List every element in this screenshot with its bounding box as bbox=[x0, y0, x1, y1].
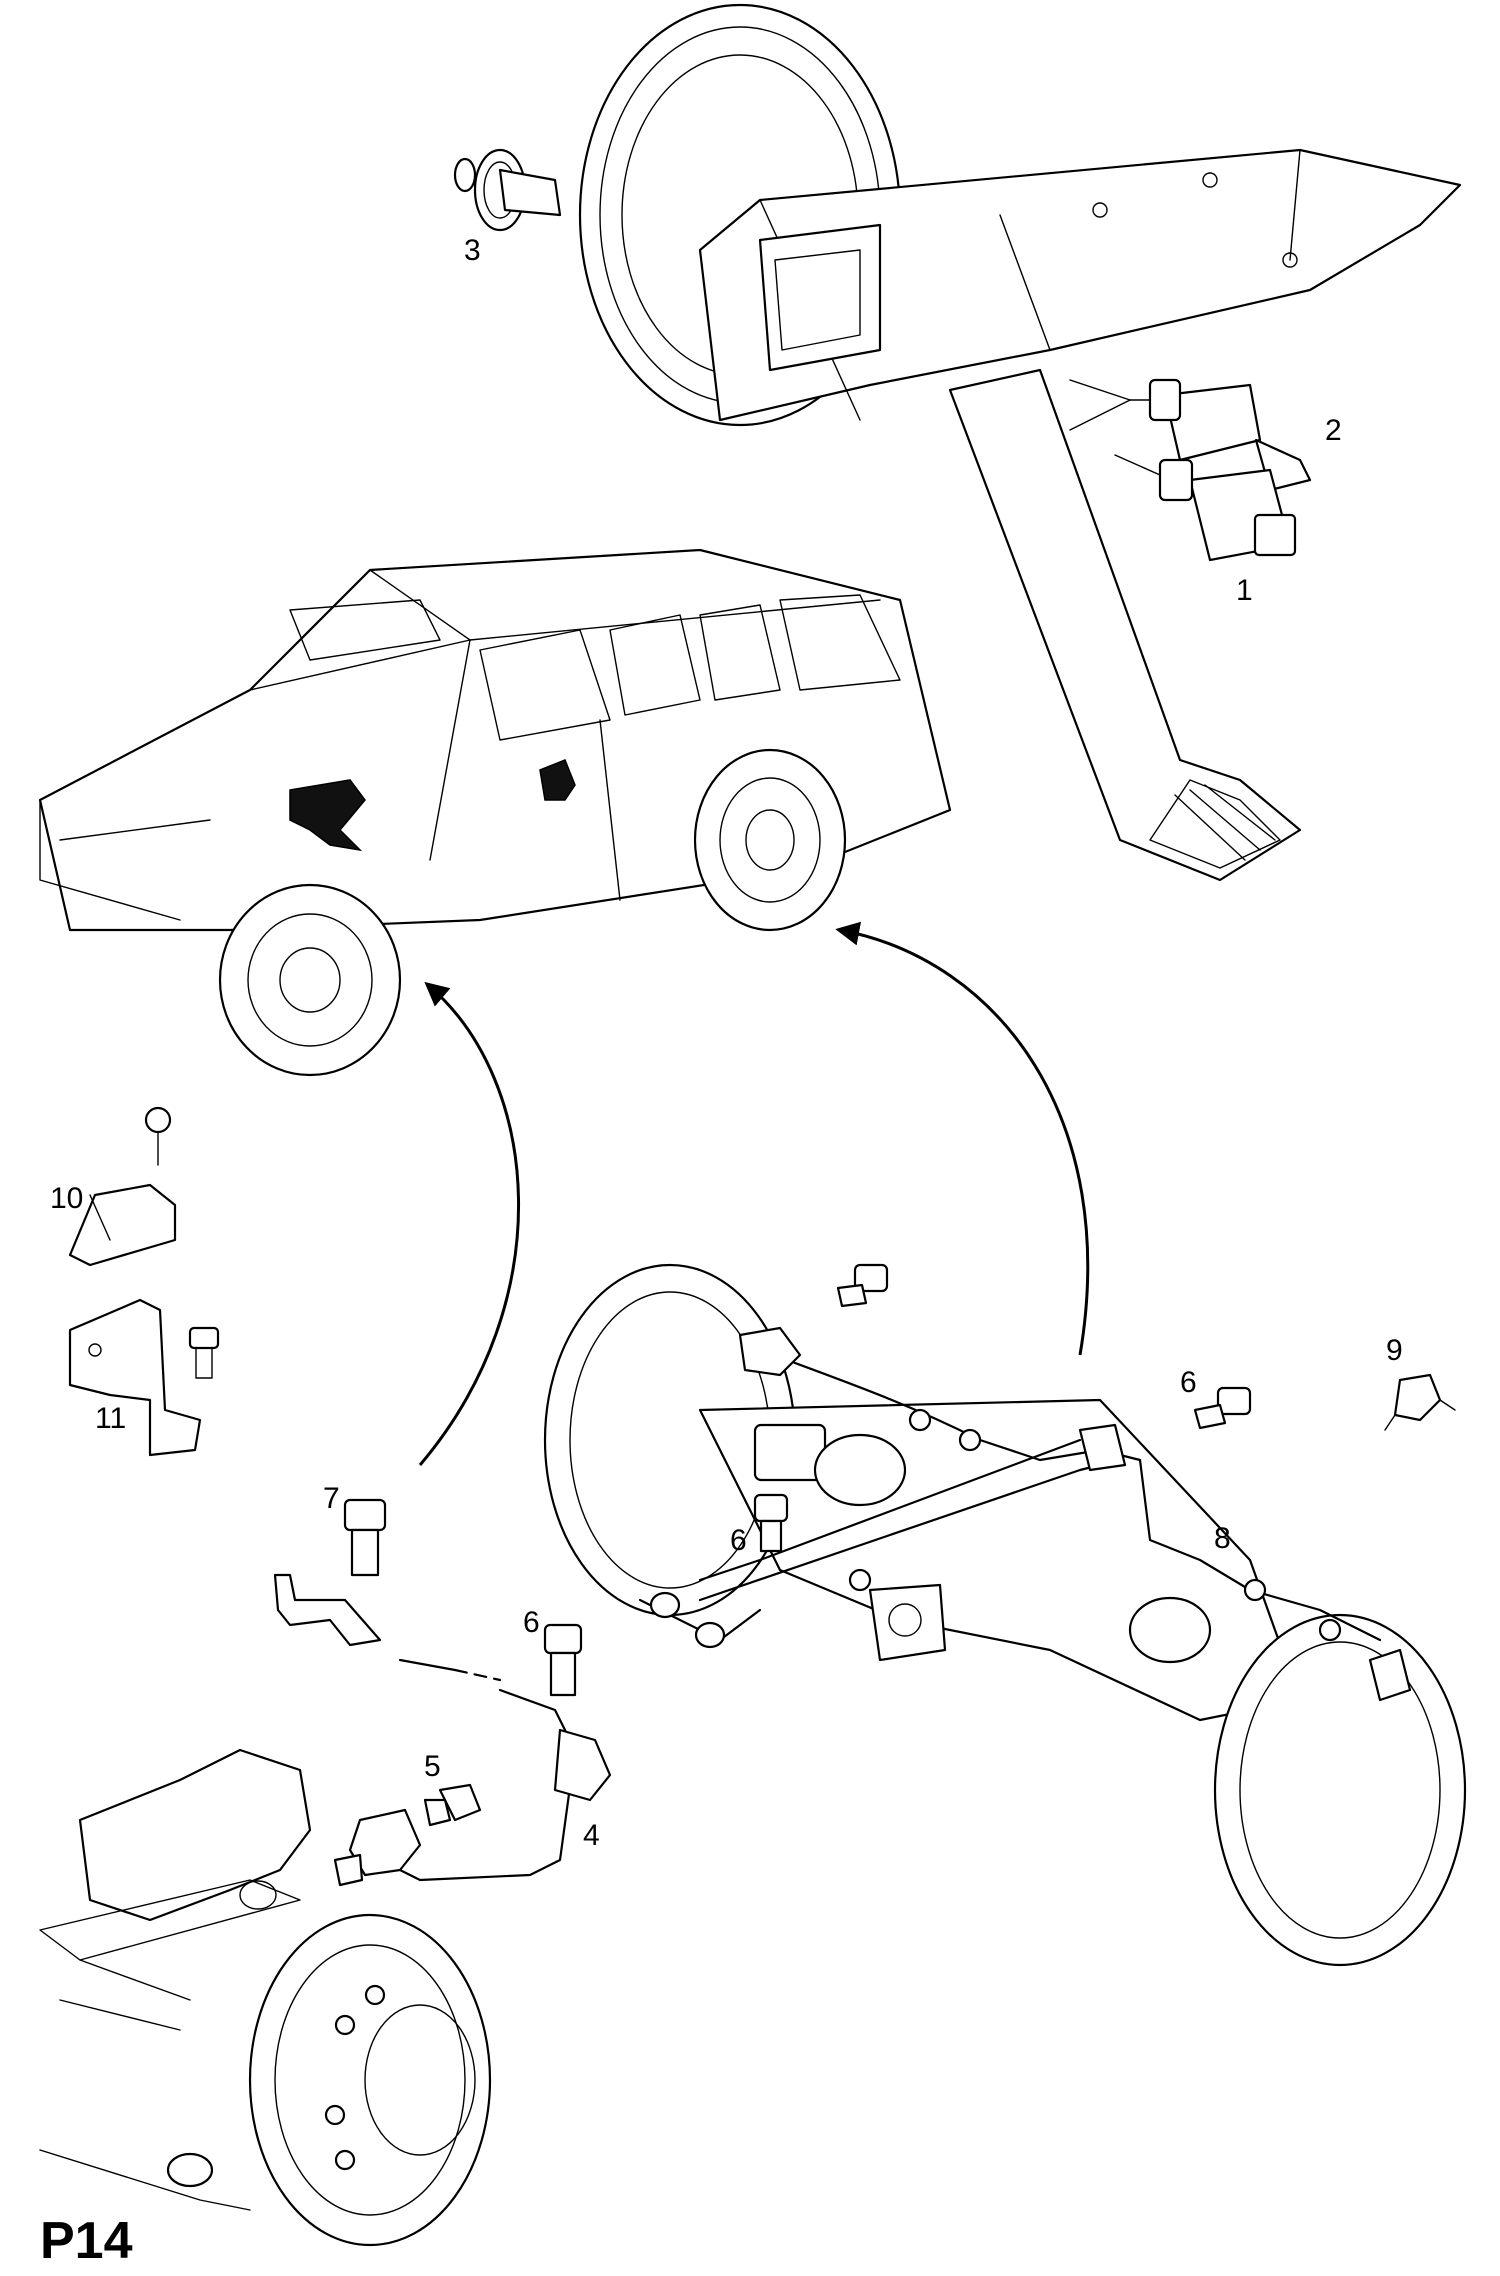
callout-7: 7 bbox=[323, 1482, 340, 1515]
bolt-part-6-rear-middle bbox=[753, 1493, 789, 1553]
nut-part-5 bbox=[423, 1783, 482, 1827]
bolt-part-6-rear-right bbox=[1193, 1386, 1252, 1430]
callout-10: 10 bbox=[50, 1182, 83, 1215]
switch-part-1 bbox=[1114, 454, 1297, 562]
callout-5: 5 bbox=[424, 1750, 441, 1783]
callout-8: 8 bbox=[1214, 1522, 1231, 1555]
callout-2: 2 bbox=[1325, 414, 1342, 447]
clip-part-9 bbox=[1384, 1373, 1456, 1431]
callout-1: 1 bbox=[1236, 574, 1253, 607]
bolt-part-6-rear-upper bbox=[836, 1263, 889, 1308]
front-hub-assembly bbox=[39, 1748, 492, 2247]
brake-pedal-assembly bbox=[578, 3, 1462, 882]
callout-4: 4 bbox=[583, 1819, 600, 1852]
bolt-part-6-front bbox=[543, 1623, 583, 1697]
rear-axle-assembly bbox=[543, 1263, 1467, 1967]
sensor-part-10 bbox=[68, 1106, 177, 1267]
grommet-part-3 bbox=[453, 148, 562, 232]
arrow-front-sensor bbox=[418, 981, 521, 1466]
callout-6-upper-right: 6 bbox=[1180, 1366, 1197, 1399]
callout-3: 3 bbox=[464, 234, 481, 267]
diagram-label: P14 bbox=[40, 2212, 133, 2270]
switch-part-2 bbox=[1069, 378, 1312, 492]
callout-9: 9 bbox=[1386, 1334, 1403, 1367]
bolt-part-7 bbox=[343, 1498, 387, 1577]
front-sensor-cable-part-4 bbox=[273, 1573, 612, 1887]
callout-11: 11 bbox=[95, 1402, 126, 1435]
vehicle-overview bbox=[38, 548, 952, 1077]
rear-sensor-harness-part-8 bbox=[638, 1326, 1412, 1702]
callout-6-front: 6 bbox=[523, 1606, 540, 1639]
arrow-rear-sensor bbox=[835, 921, 1090, 1356]
bracket-part-11 bbox=[68, 1298, 220, 1457]
callout-6-rear-middle: 6 bbox=[730, 1524, 747, 1557]
